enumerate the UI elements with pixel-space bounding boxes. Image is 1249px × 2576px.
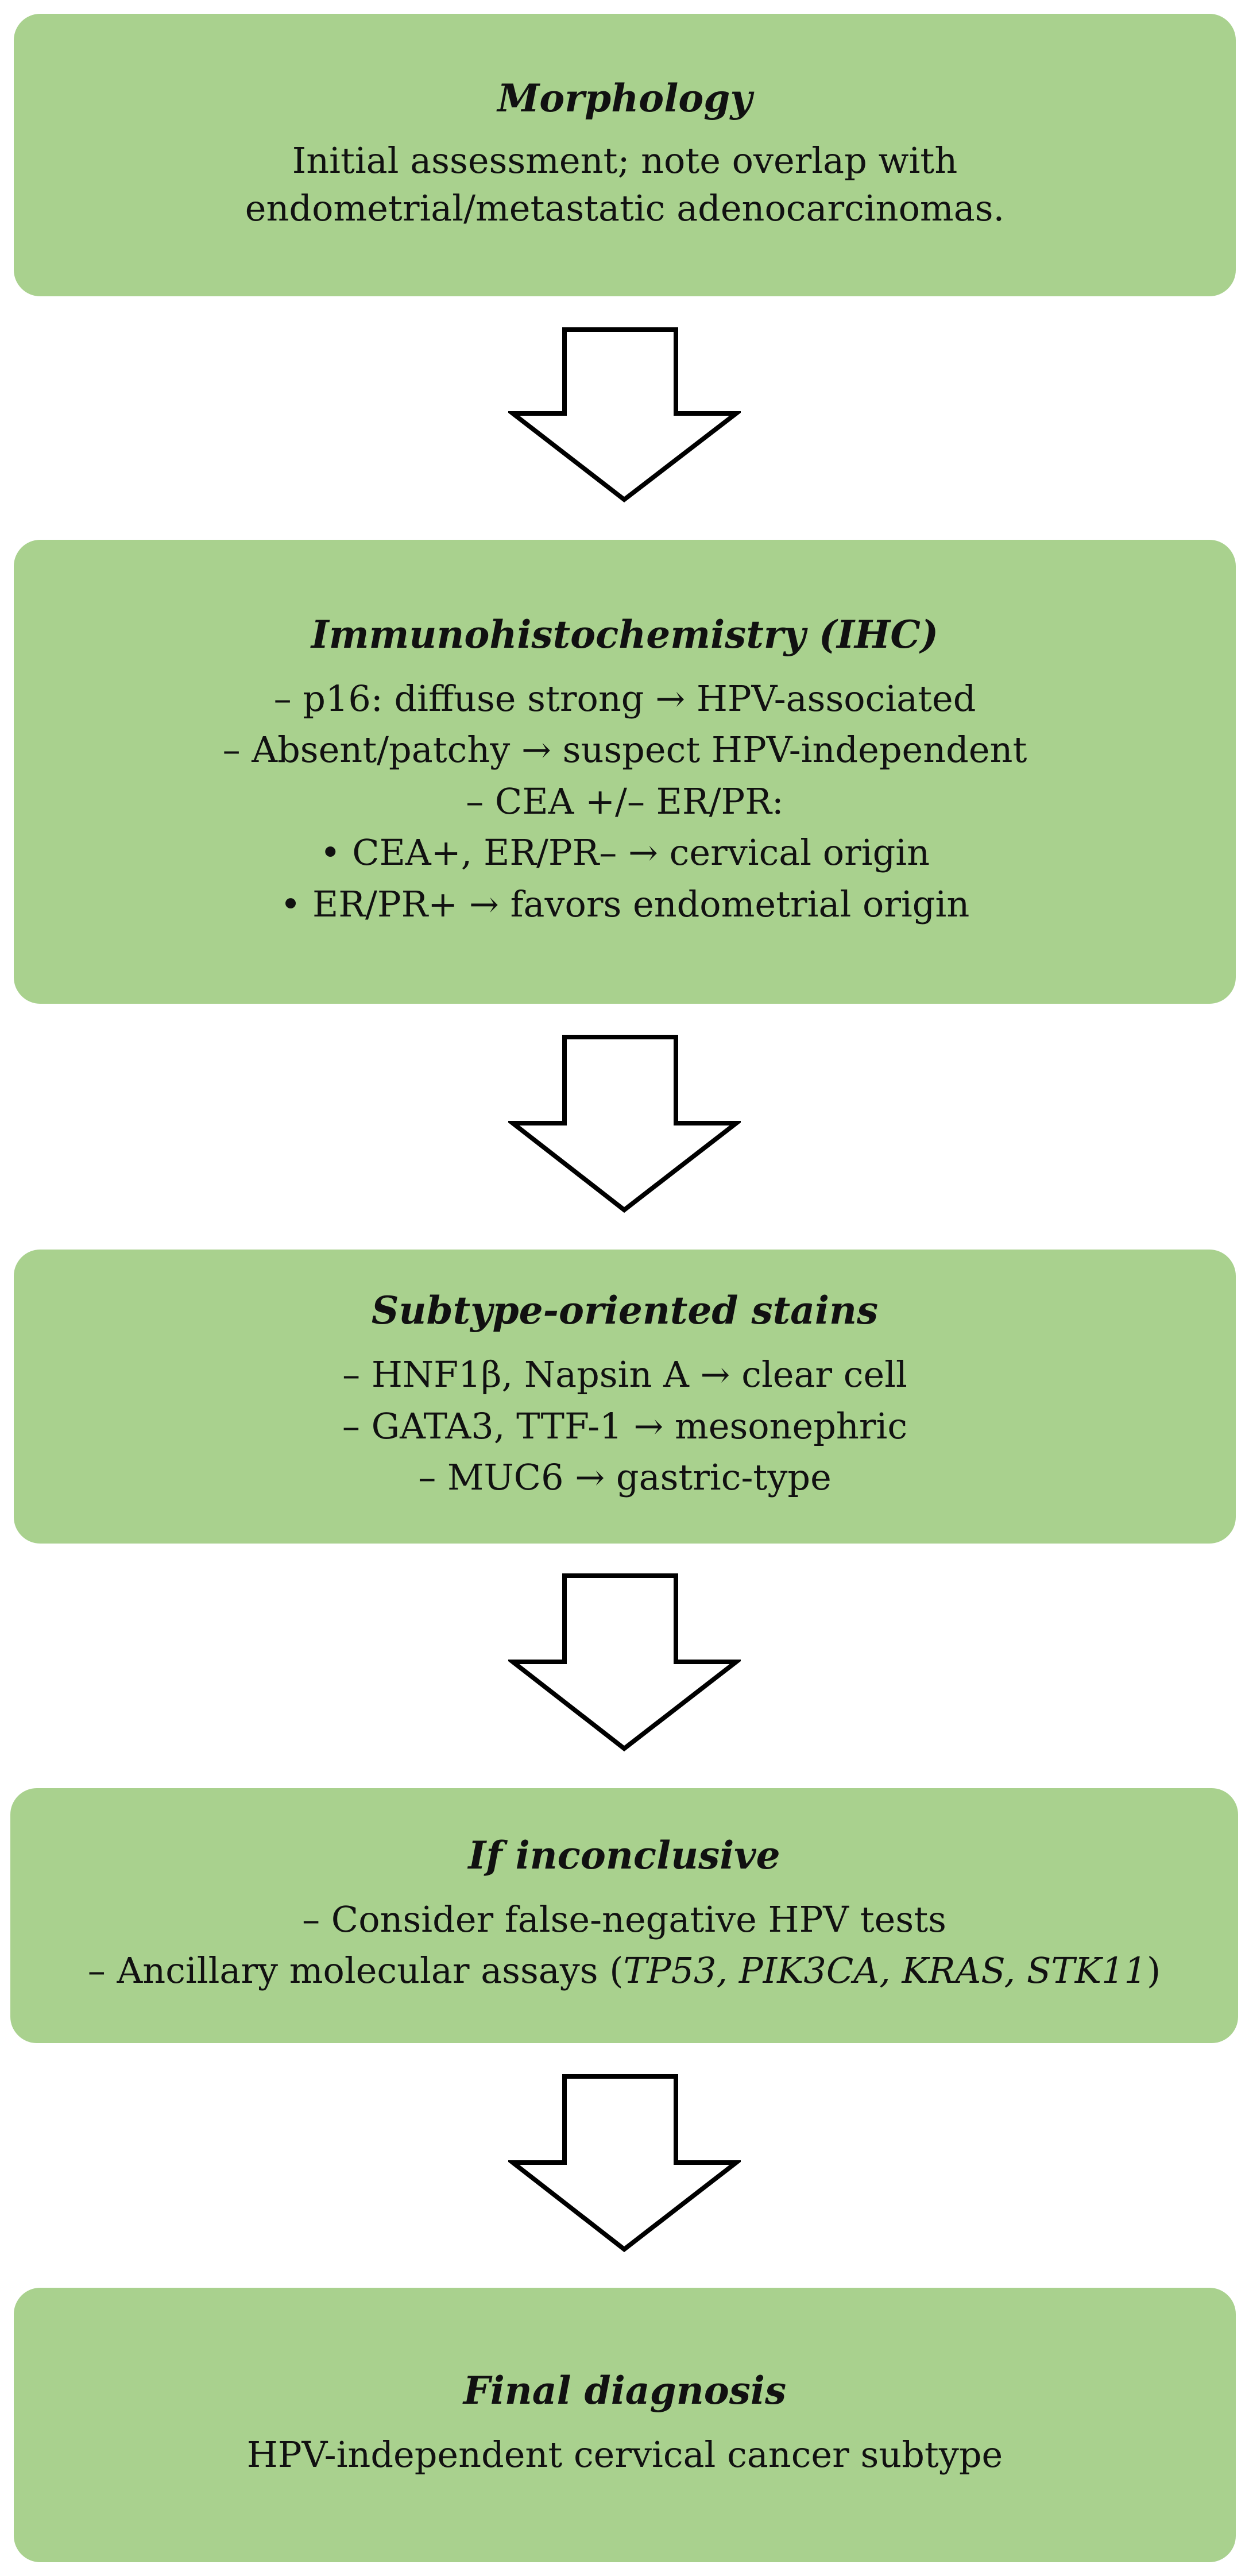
morphology-text: Initial assessment; note overlap with en… (245, 139, 1005, 230)
subtype-stains-box: Subtype-oriented stains – HNF1β, Napsin … (14, 1250, 1236, 1544)
ihc-title: Immunohistochemistry (IHC) (311, 612, 939, 657)
molecular-genes: TP53, PIK3CA, KRAS, STK11 (623, 1950, 1147, 1992)
ihc-line-cervical: • CEA+, ER/PR– → cervical origin (319, 831, 930, 874)
inconclusive-box: If inconclusive – Consider false-negativ… (10, 1788, 1238, 2043)
inconclusive-line-molecular: – Ancillary molecular assays (TP53, PIK3… (88, 1948, 1161, 1993)
morphology-box: Morphology Initial assessment; note over… (14, 14, 1236, 296)
ihc-box: Immunohistochemistry (IHC) – p16: diffus… (14, 540, 1236, 1004)
stain-line-mesonephric: – GATA3, TTF-1 → mesonephric (342, 1405, 908, 1447)
subtype-stains-title: Subtype-oriented stains (371, 1288, 879, 1333)
stain-line-gastric: – MUC6 → gastric-type (418, 1456, 832, 1499)
inconclusive-line-hpv: – Consider false-negative HPV tests (302, 1898, 946, 1940)
molecular-prefix: – Ancillary molecular assays ( (87, 1950, 624, 1992)
ihc-line-absent: – Absent/patchy → suspect HPV-independen… (222, 729, 1027, 771)
down-arrow-2 (508, 1035, 741, 1213)
ihc-line-endometrial: • ER/PR+ → favors endometrial origin (280, 883, 970, 925)
down-arrow-3 (508, 1573, 741, 1752)
inconclusive-title: If inconclusive (468, 1833, 780, 1878)
final-diagnosis-box: Final diagnosis HPV-independent cervical… (14, 2288, 1236, 2562)
ihc-line-p16: – p16: diffuse strong → HPV-associated (273, 677, 976, 720)
stain-line-clear-cell: – HNF1β, Napsin A → clear cell (342, 1353, 907, 1396)
final-diagnosis-text: HPV-independent cervical cancer subtype (246, 2433, 1003, 2476)
final-diagnosis-title: Final diagnosis (463, 2368, 787, 2413)
down-arrow-1 (508, 327, 741, 503)
down-arrow-4 (508, 2074, 741, 2253)
molecular-suffix: ) (1146, 1950, 1161, 1992)
ihc-line-cea: – CEA +/– ER/PR: (466, 780, 784, 822)
morphology-title: Morphology (497, 76, 752, 121)
